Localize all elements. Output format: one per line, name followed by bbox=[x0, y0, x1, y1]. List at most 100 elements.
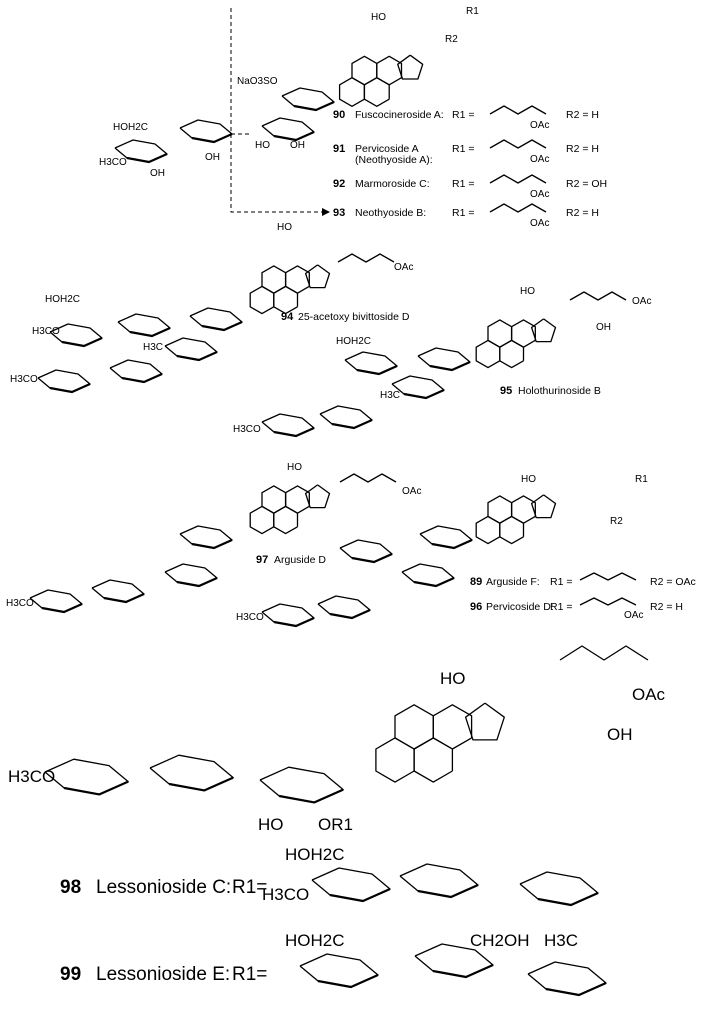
r1-definition: R1 = bbox=[452, 207, 474, 219]
aglycone-98-ring-b bbox=[413, 737, 454, 783]
compound-name: Arguside F: bbox=[486, 576, 540, 588]
compound-name: Holothurinoside B bbox=[518, 385, 601, 397]
r1-label: R1 bbox=[635, 474, 648, 485]
compound-name-alt: (Neothyoside A): bbox=[355, 154, 433, 166]
quinovose-94 bbox=[164, 337, 218, 361]
sulfate-label: NaO3SO bbox=[237, 76, 278, 87]
methoxy-label: H3CO bbox=[32, 326, 60, 337]
methoxy-label: H3CO bbox=[262, 885, 309, 904]
hydroxyl-label: OH bbox=[150, 168, 165, 179]
sugar-front-edge bbox=[176, 350, 218, 362]
methoxy-label: H3CO bbox=[6, 598, 34, 609]
acetate-label: OAc bbox=[624, 610, 643, 621]
sugar-front-edge bbox=[64, 780, 129, 796]
r2-definition: R2 = H bbox=[566, 143, 599, 155]
aglycone-89-ring-c2 bbox=[510, 495, 536, 524]
compound-number: 99 bbox=[60, 964, 81, 985]
glucose-95b bbox=[319, 405, 373, 429]
glucose-97a bbox=[91, 579, 145, 603]
r1-definition: R1 = bbox=[550, 576, 572, 588]
hydroxyl-label: HO bbox=[521, 474, 536, 485]
acetate-label: OAc bbox=[402, 486, 421, 497]
side-chain-97 bbox=[339, 473, 397, 483]
glucose-94c bbox=[109, 359, 163, 383]
compound-name: Neothyoside B: bbox=[355, 207, 426, 219]
hydroxymethyl-label: HOH2C bbox=[285, 931, 345, 950]
hydroxyl-label: HO bbox=[520, 286, 535, 297]
aglycone-95-ring-c2 bbox=[510, 319, 536, 348]
sugar-front-edge bbox=[169, 776, 234, 792]
glucose-89b bbox=[317, 595, 371, 619]
compound-name: Fuscocineroside A: bbox=[355, 109, 444, 121]
aglycone-98-ring-c bbox=[394, 704, 434, 750]
methylxylose-98 bbox=[44, 758, 129, 796]
sugar-front-edge bbox=[329, 608, 371, 620]
sugar-front-edge bbox=[279, 788, 344, 804]
sugar-front-edge bbox=[545, 981, 607, 997]
hydroxyl-label: OH bbox=[607, 725, 633, 744]
aglycone-89-ring-c bbox=[487, 495, 513, 524]
hydroxyl-label: OH bbox=[290, 140, 305, 151]
arrow-head bbox=[322, 208, 330, 216]
acetate-label: OAc bbox=[530, 154, 549, 165]
acetate-label: OAc bbox=[632, 685, 666, 704]
quinovose-90 bbox=[261, 117, 315, 141]
r1-side-chain bbox=[489, 105, 547, 115]
xylose-95 bbox=[417, 347, 471, 371]
glucose-94a bbox=[117, 313, 171, 337]
sugar-front-edge bbox=[431, 538, 473, 550]
r2-label: R2 bbox=[445, 34, 458, 45]
aglycone-97-ring-d bbox=[304, 484, 331, 509]
r2-definition: R2 = OAc bbox=[650, 576, 696, 588]
side-chain-94 bbox=[337, 253, 395, 263]
sugar-front-edge bbox=[403, 388, 445, 400]
side-chain-98 bbox=[559, 645, 649, 661]
hydroxyl-label: HO bbox=[440, 669, 466, 688]
compound-number: 93 bbox=[333, 207, 345, 219]
glucose-98r bbox=[311, 867, 391, 902]
methoxy-label: H3CO bbox=[233, 424, 261, 435]
r1-definition: R1= bbox=[232, 964, 267, 985]
compound-number: 95 bbox=[500, 385, 512, 397]
aglycone-95-ring-d bbox=[530, 318, 557, 343]
compound-name: Pervicoside D: bbox=[486, 601, 554, 613]
r1-side-chain bbox=[579, 597, 637, 606]
hydroxyl-label: HO bbox=[371, 12, 386, 23]
side-chain-95 bbox=[569, 291, 627, 301]
quinovose-99r bbox=[527, 961, 607, 996]
compound-number: 90 bbox=[333, 109, 345, 121]
compound-name: Marmoroside C: bbox=[355, 178, 430, 190]
sugar-front-edge bbox=[351, 552, 393, 564]
hydroxymethyl-label: HOH2C bbox=[336, 336, 371, 347]
compound-number: 98 bbox=[60, 877, 81, 898]
acetate-label: OAc bbox=[530, 218, 549, 229]
r1-label: R1 bbox=[466, 6, 479, 17]
aglycone-98-ring-c2 bbox=[432, 704, 473, 750]
sugar-front-edge bbox=[121, 372, 163, 384]
sugar-front-edge bbox=[273, 616, 315, 628]
r1-side-chain bbox=[489, 139, 547, 149]
aglycone-98-ring-a bbox=[375, 737, 415, 783]
hydroxymethyl-label: HOH2C bbox=[285, 845, 345, 864]
compound-name: 25-acetoxy bivittoside D bbox=[298, 311, 410, 323]
glucose-89c bbox=[261, 603, 315, 627]
sugar-front-edge bbox=[537, 891, 599, 907]
r2-definition: R2 = H bbox=[566, 207, 599, 219]
r1-definition: R1 = bbox=[452, 143, 474, 155]
acetate-label: OAc bbox=[530, 189, 549, 200]
acetate-label: OAc bbox=[632, 296, 651, 307]
bond-layer bbox=[29, 54, 649, 997]
aglycone-94-ring-c2 bbox=[284, 265, 310, 294]
sugar-front-edge bbox=[191, 538, 233, 550]
xylose-98 bbox=[259, 766, 344, 804]
glucose-95c bbox=[261, 413, 315, 437]
aglycone-95-ring-c bbox=[487, 319, 513, 348]
arrow-layer bbox=[230, 8, 330, 216]
acetate-label: OAc bbox=[530, 120, 549, 131]
glucose-89a bbox=[339, 539, 393, 563]
sugar-front-edge bbox=[331, 418, 373, 430]
sugar-front-edge bbox=[273, 426, 315, 438]
hydroxymethyl-label: HOH2C bbox=[45, 294, 80, 305]
